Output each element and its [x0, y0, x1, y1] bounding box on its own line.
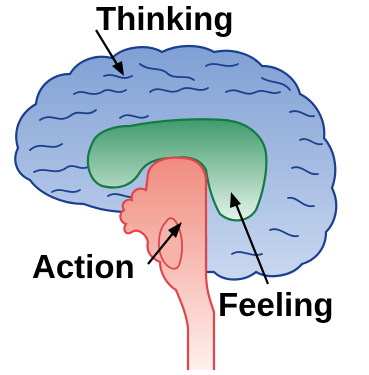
label-action: Action [32, 248, 135, 285]
label-thinking: Thinking [96, 0, 233, 37]
label-feeling: Feeling [218, 286, 334, 323]
